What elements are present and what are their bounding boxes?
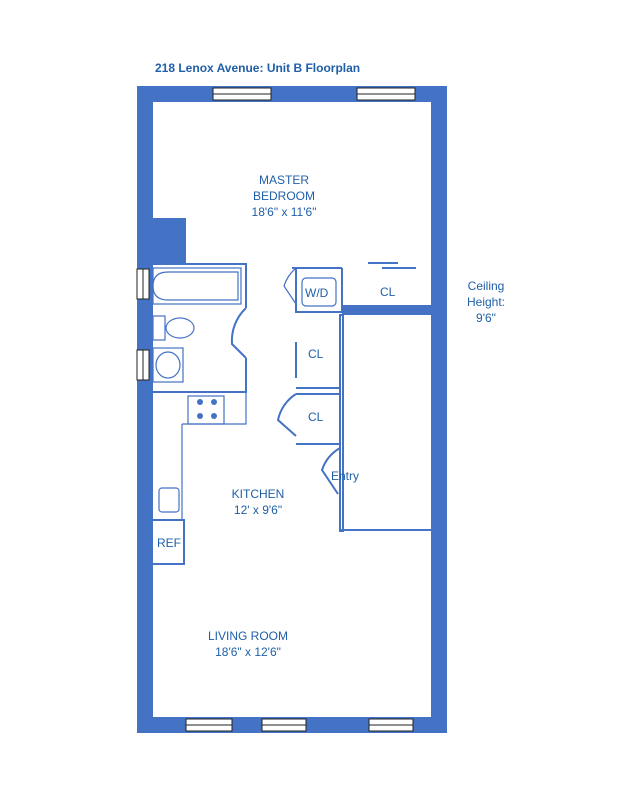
living-room-label: LIVING ROOM bbox=[208, 629, 288, 643]
bathroom-door bbox=[230, 307, 247, 359]
living-room-size: 18'6" x 12'6" bbox=[215, 645, 281, 659]
kitchen-label: KITCHEN bbox=[232, 487, 285, 501]
refrigerator bbox=[151, 519, 185, 565]
kitchen-size: 12' x 9'6" bbox=[234, 503, 282, 517]
ceiling-line-1: Ceiling bbox=[468, 279, 505, 293]
closet-top-label: CL bbox=[380, 285, 396, 299]
stove bbox=[187, 395, 225, 425]
entry-label: Entry bbox=[331, 469, 359, 483]
bathtub bbox=[152, 267, 242, 305]
hallway-walls: W/D CL CL CL Entry bbox=[276, 262, 432, 532]
toilet-bowl bbox=[165, 317, 195, 339]
room-labels: MASTER BEDROOM 18'6" x 11'6" KITCHEN 12'… bbox=[208, 173, 316, 659]
floorplan-title: 218 Lenox Avenue: Unit B Floorplan bbox=[155, 61, 360, 75]
master-bedroom-label-2: BEDROOM bbox=[253, 189, 315, 203]
wd-label: W/D bbox=[305, 286, 329, 300]
washer-dryer bbox=[301, 277, 337, 307]
master-bedroom-label-1: MASTER bbox=[259, 173, 309, 187]
kitchen-fixtures: REF bbox=[151, 392, 247, 565]
chimney-block bbox=[150, 218, 186, 264]
toilet-tank bbox=[152, 315, 166, 341]
bathroom bbox=[150, 263, 247, 393]
ceiling-line-2: Height: bbox=[467, 295, 505, 309]
windows bbox=[136, 87, 416, 732]
fridge-label: REF bbox=[157, 536, 181, 550]
entry-door bbox=[320, 447, 341, 495]
closet-lower-door bbox=[276, 393, 297, 437]
ceiling-height-note: Ceiling Height: 9'6" bbox=[467, 279, 505, 325]
closet-mid-label: CL bbox=[308, 347, 324, 361]
master-bedroom-size: 18'6" x 11'6" bbox=[252, 205, 317, 219]
ceiling-line-3: 9'6" bbox=[476, 311, 496, 325]
wd-door bbox=[283, 267, 297, 305]
closet-lower-label: CL bbox=[308, 410, 324, 424]
sink bbox=[152, 347, 184, 383]
kitchen-sink bbox=[158, 487, 180, 513]
